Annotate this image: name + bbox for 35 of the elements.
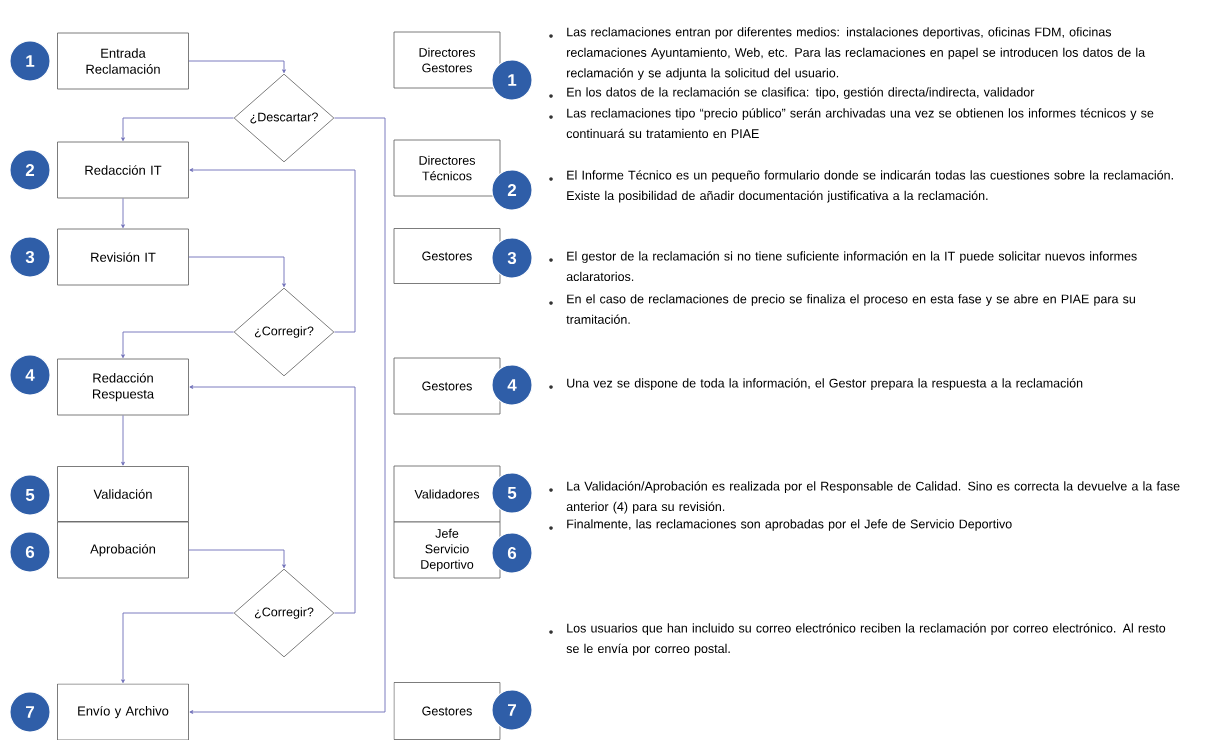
bullet-text: La Validación/Aprobación es realizada por el Responsable de Calidad. Sino es correcta la devuelve a la fase anterior (4) para su revisión. xyxy=(566,481,1180,514)
process-box: Redacción Respuesta xyxy=(57,358,189,416)
bullet-text: Los usuarios que han incluido su correo electrónico reciben la reclamación por correo electrónico. Al resto se le envía por correo postal. xyxy=(566,623,1166,656)
bullet-text: Las reclamaciones entran por diferentes medios: instalaciones deportivas, oficinas FDM, oficinas reclamaciones Ayuntamiento, Web, etc. Para las reclamaciones en papel se introducen los datos de la reclamación y se adjunta la solicitud del usuario. xyxy=(567,27,1146,80)
arrow xyxy=(121,612,235,684)
arrow xyxy=(189,117,386,714)
arrow xyxy=(121,414,125,466)
bullet-text: El Informe Técnico es un pequeño formulario donde se indicarán todas las cuestiones sobre la reclamación. Existe la posibilidad de añadir documentación justificativa a la reclamación. xyxy=(567,170,1173,203)
process-box: Entrada Reclamación xyxy=(57,32,189,90)
arrow xyxy=(121,117,235,142)
arrow xyxy=(188,256,286,288)
arrow xyxy=(189,385,356,614)
bullet-text: En los datos de la reclamación se clasifica: tipo, gestión directa/indirecta, validador xyxy=(567,87,1035,99)
role-box: Jefe Servicio Deportivo xyxy=(393,521,501,579)
process-box: Aprobación xyxy=(57,521,189,579)
arrow xyxy=(188,60,286,74)
role-box: Directores Técnicos xyxy=(393,139,501,197)
bullet-text: En el caso de reclamaciones de precio se finaliza el proceso en esta fase y se abre en PIAE para su tramitación. xyxy=(566,294,1135,324)
role-box: Gestores xyxy=(393,357,501,415)
process-box: Validación xyxy=(57,466,189,522)
role-box: Gestores xyxy=(393,682,501,740)
role-box: Validadores xyxy=(393,465,501,523)
arrow xyxy=(121,331,235,359)
bullet-text: Finalmente, las reclamaciones son aprobadas por el Jefe de Servicio Deportivo xyxy=(567,519,1012,531)
process-box: Envío y Archivo xyxy=(57,683,189,740)
bullet-text: Las reclamaciones tipo “precio público” serán archivadas una vez se obtienen los informes técnicos y se continuará su tratamiento en PIAE xyxy=(566,108,1154,139)
role-box: Gestores xyxy=(393,228,501,284)
process-box: Redacción IT xyxy=(57,141,189,199)
role-box: Directores Gestores xyxy=(393,31,501,89)
bullet-text: Una vez se dispone de toda la información, el Gestor prepara la respuesta a la reclamación xyxy=(567,378,1083,390)
bullet-text: El gestor de la reclamación si no tiene suficiente información en la IT puede solicitar nuevos informes aclaratorios. xyxy=(566,251,1137,282)
arrow xyxy=(189,168,356,333)
arrow xyxy=(188,549,286,569)
process-box: Revisión IT xyxy=(57,228,189,286)
arrow xyxy=(121,197,125,229)
